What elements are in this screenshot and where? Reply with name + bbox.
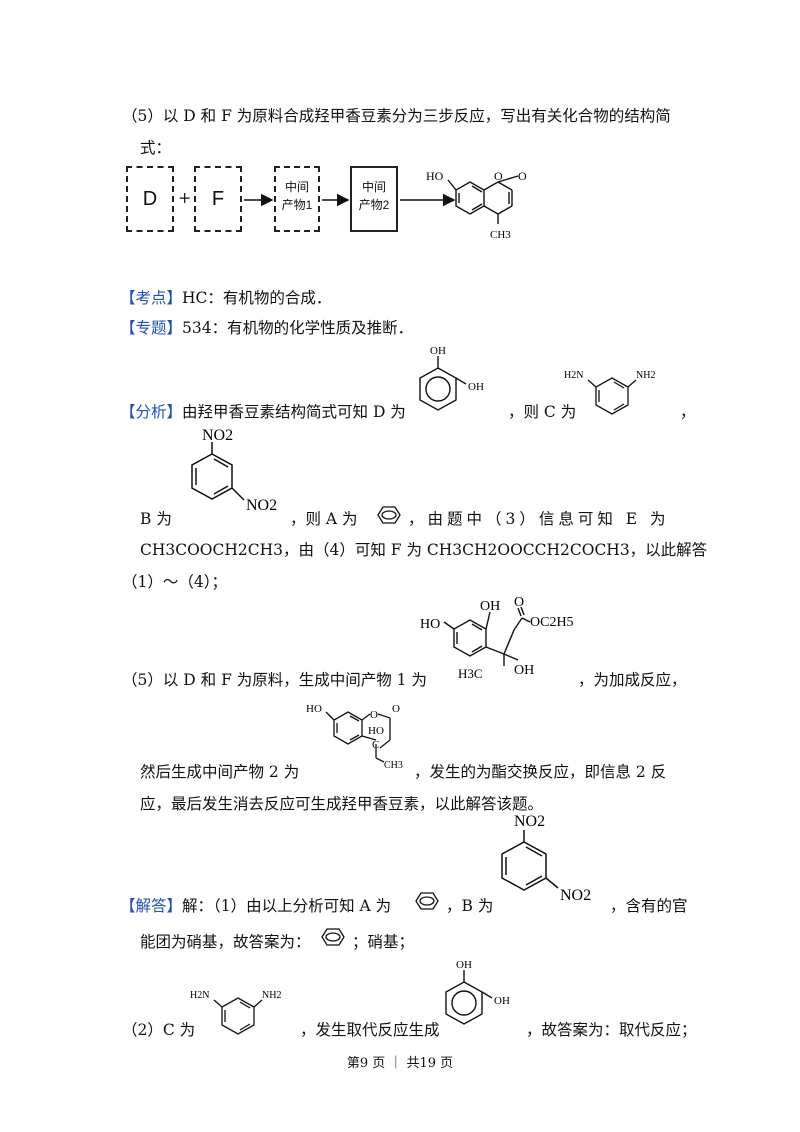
flow-arrow-final [400,193,456,207]
intermediate-1-label-b: 产物1 [281,198,313,212]
int1-ho-label: HO [420,617,440,632]
int2-ho-inner-label: HO [368,725,384,737]
int1-oh-bottom-label: OH [514,663,534,678]
question-5-line2: 式： [140,139,172,157]
c-h2n-label: H2N [564,370,583,381]
p5-text-2: ，为加成反应， [578,671,687,689]
resorcinol-structure-jieda: OH OH [445,959,510,1025]
kaodian-tag: 【考点】 [120,289,183,307]
product-carbonyl-o-label: O [518,169,527,183]
int2-carbonyl-o-label: O [392,703,400,715]
jieda-text-8: ，故答案为：取代反应； [526,1021,697,1039]
c-nh2-label: NH2 [636,370,655,381]
jieda-c-nh2-label: NH2 [262,990,281,1001]
flow-arrows [244,193,350,207]
p5-text-5: 应，最后发生消去反应可生成羟甲香豆素，以此解答该题。 [140,795,544,813]
fenxi-text-1: 由羟甲香豆素结构简式可知 D 为 [182,403,406,421]
d-oh-right-label: OH [468,381,484,393]
question-5-line1: （5）以 D 和 F 为原料合成羟甲香豆素分为三步反应，写出有关化合物的结构简 [122,107,671,125]
int1-oh-top-label: OH [480,599,500,614]
fenxi-text-3: ， [680,403,696,421]
fenxi-tag: 【分析】 [120,403,183,421]
resorcinol-structure-d: OH OH [419,345,484,411]
product-ho-label: HO [426,169,444,183]
benzene-icon-jieda-1 [415,892,439,910]
fenxi-text-2: ，则 C 为 [508,403,577,421]
m-dinitrobenzene-structure-b: NO2 NO2 [191,427,277,514]
kaodian-text: HC：有机物的合成． [182,289,332,307]
jieda-text-4: 能团为硝基，故答案为： [140,933,311,951]
jieda-text-2: ，B 为 [446,897,494,915]
flow-box-f: F [194,166,242,232]
jieda-text-5: ；硝基； [352,933,415,951]
jieda-c-h2n-label: H2N [190,990,209,1001]
intermediate-2-structure: HO O O HO C CH3 [306,703,403,771]
intermediate-1-structure: HO OH O OC2H5 H3C OH [420,595,574,681]
zhuanti-text: 534：有机物的化学性质及推断． [182,319,414,337]
product-hymecromone-structure: HO O O CH3 [426,169,527,241]
fenxi-line3: （1）～（4）； [122,573,227,591]
jieda-tag: 【解答】 [120,897,183,915]
jieda-text-6: （2）C 为 [122,1021,196,1039]
b-no2-top-label: NO2 [202,427,233,444]
page-footer: 第9 页 ｜ 共19 页 [346,1056,454,1071]
p5-text-1: （5）以 D 和 F 为原料，生成中间产物 1 为 [122,671,427,689]
flow-box-intermediate-2: 中间 产物2 [350,166,398,232]
jieda-d-oh-top-label: OH [456,959,472,971]
jieda-b-no2-right-label: NO2 [560,887,591,904]
int2-ho-label: HO [306,703,322,715]
fenxi-text-5: ，由题中（3）信息可知 E 为 [408,510,670,528]
jieda-b-no2-top-label: NO2 [514,813,545,830]
int2-ring-o-label: O [370,709,378,721]
p5-text-4: ，发生的为酯交换反应，即信息 2 反 [414,763,667,781]
p5-text-3: 然后生成中间产物 2 为 [140,763,300,781]
intermediate-1-label-a: 中间 [284,180,309,194]
jieda-d-oh-right-label: OH [494,995,510,1007]
benzene-icon-jieda-2 [321,928,345,946]
fenxi-b-label: B 为 [140,510,172,528]
intermediate-2-label-b: 产物2 [358,198,390,212]
jieda-text-3: ，含有的官 [610,897,688,915]
fenxi-line2: CH3COOCH2CH3，由（4）可知 F 为 CH3CH2OOCCH2COCH… [140,541,708,559]
flow-box-d: D [126,166,174,232]
benzene-structure-a [377,506,401,524]
fenxi-text-4: ，则 A 为 [290,510,358,528]
d-oh-top-label: OH [430,345,446,357]
product-ch3-label: CH3 [490,229,511,241]
zhuanti-row: 【专题】534：有机物的化学性质及推断． [120,316,413,338]
kaodian-row: 【考点】HC：有机物的合成． [120,286,331,308]
m-phenylenediamine-structure-jieda: H2N NH2 [190,990,281,1035]
intermediate-2-label-a: 中间 [361,180,386,194]
flow-plus: + [178,188,192,207]
int1-carbonyl-o-label: O [514,595,524,610]
int1-h3c-label: H3C [458,666,483,681]
product-ring-o-label: O [494,169,503,183]
int2-c-label: C [372,739,379,751]
int2-ch3-label: CH3 [384,760,403,771]
jieda-text-7: ，发生取代反应生成 [300,1021,440,1039]
fenxi-line1: 【分析】由羟甲香豆素结构简式可知 D 为 [120,400,406,422]
m-phenylenediamine-structure-c: H2N NH2 [564,370,655,415]
flow-box-intermediate-1: 中间 产物1 [274,166,320,232]
int1-oc2h5-label: OC2H5 [530,615,574,630]
jieda-text-1: 解：（1）由以上分析可知 A 为 [182,897,392,915]
jieda-line1: 【解答】解：（1）由以上分析可知 A 为 [120,894,391,916]
b-no2-right-label: NO2 [246,497,277,514]
m-dinitrobenzene-structure-jieda: NO2 NO2 [501,813,591,904]
zhuanti-tag: 【专题】 [120,319,183,337]
